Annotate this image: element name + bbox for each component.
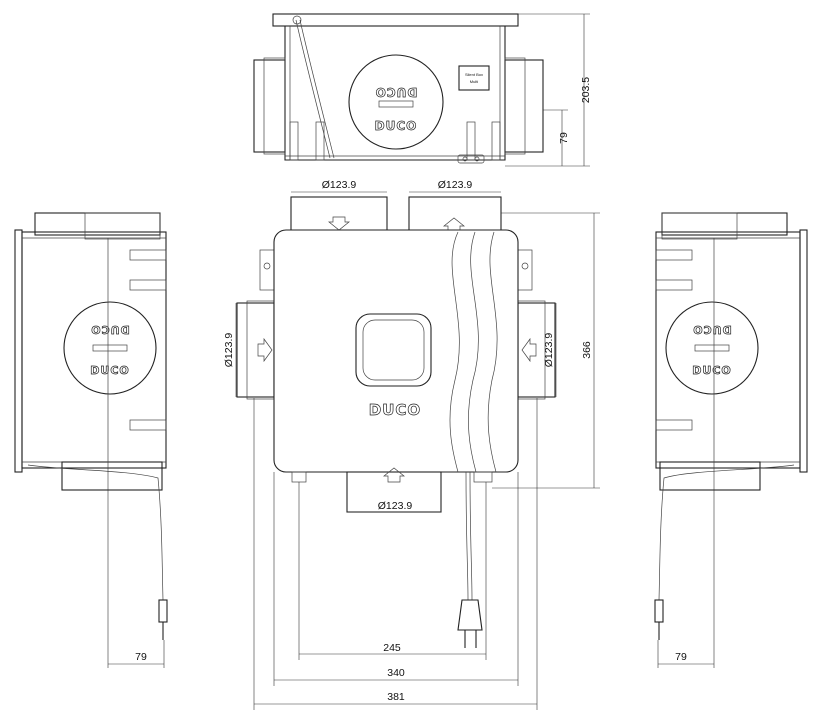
front-duct-top-right	[408, 196, 502, 234]
front-view: DUCO Ø123.9 Ø123.9 Ø123.9 Ø123.9 Ø123.9 …	[223, 179, 600, 710]
front-cable	[465, 471, 469, 601]
left-side-view: DUCO DUCO 79	[14, 212, 168, 668]
left-cable	[27, 464, 164, 601]
arrow-in-top	[328, 216, 350, 231]
right-side-view: DUCO DUCO 79	[654, 212, 808, 668]
arrow-in-right	[521, 337, 537, 363]
right-logo: DUCO	[692, 364, 732, 377]
left-flange	[14, 229, 23, 473]
control-button-outer	[355, 313, 432, 387]
wave-1	[449, 231, 460, 473]
top-logo: DUCO	[375, 119, 418, 133]
rating-label-line2: Multi	[470, 79, 479, 84]
dim-duct-right: Ø123.9	[543, 333, 555, 368]
top-logo-plate	[348, 54, 444, 150]
control-button-inner	[362, 319, 425, 381]
dim-width-body: 340	[387, 667, 405, 679]
dim-right-offset: 79	[675, 651, 687, 663]
dim-height-front: 366	[581, 341, 593, 359]
dim-duct-bottom: Ø123.9	[378, 500, 413, 512]
top-duct-left	[253, 59, 286, 153]
dim-height-axis: 79	[558, 132, 570, 144]
rating-label-line1: Silent Box	[465, 72, 483, 77]
left-logo-inverted: DUCO	[90, 323, 130, 336]
right-flange	[799, 229, 808, 473]
dim-width-mount: 245	[383, 642, 401, 654]
dim-height-total: 203.5	[580, 77, 592, 103]
rating-label	[458, 65, 490, 91]
right-duct-bottom	[659, 461, 761, 491]
right-body	[655, 231, 801, 469]
right-cable	[658, 464, 795, 601]
top-logo-bar	[378, 100, 414, 108]
dim-duct-top-left: Ø123.9	[322, 179, 357, 191]
dim-duct-left: Ø123.9	[223, 333, 235, 368]
bracket-left	[259, 249, 275, 291]
left-body	[21, 231, 167, 469]
top-duct-right	[504, 59, 544, 153]
dim-left-offset: 79	[135, 651, 147, 663]
left-duct-bottom	[61, 461, 163, 491]
left-logo: DUCO	[90, 364, 130, 377]
top-view: DUCO DUCO Silent Box Multi 203.5 79	[253, 13, 592, 167]
right-logo-inverted: DUCO	[692, 323, 732, 336]
dim-duct-top-right: Ø123.9	[438, 179, 473, 191]
plug	[457, 599, 483, 631]
top-flange	[272, 13, 519, 27]
dim-width-total: 381	[387, 691, 405, 703]
bracket-right	[517, 249, 533, 291]
arrow-in-left	[257, 337, 273, 363]
front-logo: DUCO	[369, 401, 421, 419]
top-logo-inverted: DUCO	[375, 85, 418, 99]
right-logo-plate	[665, 301, 759, 395]
front-duct-left	[236, 302, 275, 398]
top-cable	[295, 19, 331, 159]
front-duct-top-left	[290, 196, 388, 234]
left-logo-plate	[63, 301, 157, 395]
arrow-out-bottom	[383, 467, 405, 483]
